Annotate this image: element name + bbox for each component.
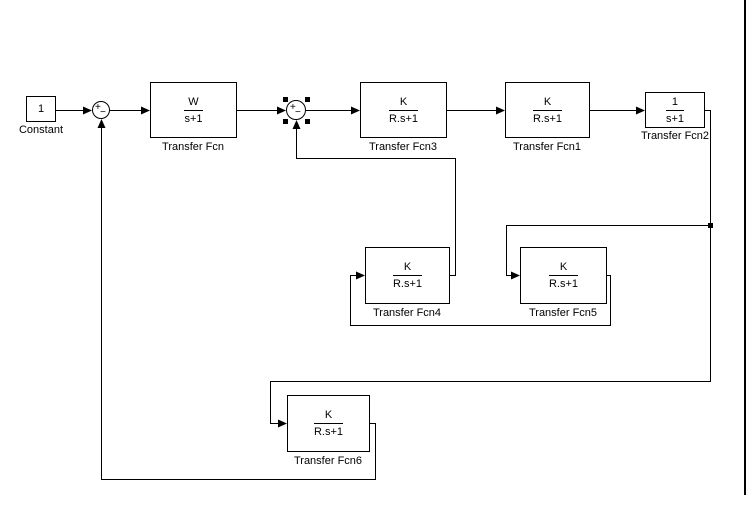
transfer-fcn6-label[interactable]: Transfer Fcn6 (293, 455, 363, 467)
numerator: K (392, 261, 423, 276)
selection-handle (283, 119, 288, 124)
denominator: R.s+1 (548, 278, 579, 290)
denominator: s+1 (184, 112, 203, 125)
wire-transfer-fcn5-to-transfer-fcn4[interactable] (350, 275, 611, 326)
selection-handle (305, 97, 310, 102)
constant-block[interactable]: 1 (26, 96, 56, 122)
denominator: R.s+1 (392, 278, 423, 290)
sum-junction-2[interactable]: + − (286, 100, 306, 120)
transfer-fcn3-block[interactable]: K R.s+1 (360, 82, 447, 138)
numerator: W (184, 96, 203, 111)
transfer-function-expression: K R.s+1 (388, 96, 419, 125)
plus-sign: + (95, 102, 101, 113)
arrowhead (292, 120, 301, 129)
minus-sign: − (295, 107, 301, 118)
constant-label[interactable]: Constant (18, 124, 64, 136)
arrowhead (278, 419, 287, 428)
transfer-function-expression: W s+1 (184, 96, 203, 125)
transfer-function-expression: K R.s+1 (313, 409, 344, 438)
transfer-fcn2-block[interactable]: 1 s+1 (645, 92, 705, 128)
numerator: K (388, 96, 419, 111)
denominator: R.s+1 (313, 426, 344, 438)
arrowhead (511, 271, 520, 280)
denominator: s+1 (665, 112, 685, 125)
plus-sign: + (290, 102, 296, 113)
transfer-fcn5-block[interactable]: K R.s+1 (520, 247, 607, 304)
arrowhead (277, 106, 286, 115)
numerator: K (532, 96, 563, 111)
arrowhead (496, 106, 505, 115)
numerator: K (548, 261, 579, 276)
branch-dot (708, 223, 713, 228)
wire-branch-to-transfer-fcn5[interactable] (506, 225, 711, 276)
numerator: K (313, 409, 344, 424)
transfer-fcn5-label[interactable]: Transfer Fcn5 (528, 307, 598, 319)
numerator: 1 (665, 96, 685, 111)
transfer-fcn3-label[interactable]: Transfer Fcn3 (368, 141, 438, 153)
transfer-fcn6-block[interactable]: K R.s+1 (287, 395, 370, 452)
wire-transfer-fcn6-to-sum1[interactable] (101, 128, 376, 480)
arrowhead (141, 106, 150, 115)
transfer-fcn2-label[interactable]: Transfer Fcn2 (640, 130, 710, 142)
arrowhead (351, 106, 360, 115)
transfer-fcn1-block[interactable]: K R.s+1 (505, 82, 590, 138)
transfer-function-expression: K R.s+1 (548, 261, 579, 290)
window-border-right (744, 0, 746, 495)
denominator: R.s+1 (388, 112, 419, 125)
wire-transfer-fcn2-to-transfer-fcn6[interactable] (270, 110, 711, 424)
transfer-fcn-label[interactable]: Transfer Fcn (162, 141, 224, 153)
arrowhead (636, 106, 645, 115)
transfer-function-expression: 1 s+1 (665, 96, 685, 125)
sum-junction-1[interactable]: + − (92, 101, 110, 119)
constant-value: 1 (37, 103, 45, 115)
minus-sign: − (100, 107, 106, 118)
arrowhead (97, 119, 106, 128)
selection-handle (283, 97, 288, 102)
wire-transfer-fcn4-to-sum2[interactable] (296, 129, 456, 276)
arrowhead (356, 271, 365, 280)
transfer-function-expression: K R.s+1 (392, 261, 423, 290)
transfer-fcn4-block[interactable]: K R.s+1 (365, 247, 450, 304)
transfer-fcn4-label[interactable]: Transfer Fcn4 (372, 307, 442, 319)
transfer-function-expression: K R.s+1 (532, 96, 563, 125)
transfer-fcn1-label[interactable]: Transfer Fcn1 (512, 141, 582, 153)
arrowhead (83, 106, 92, 115)
denominator: R.s+1 (532, 112, 563, 125)
selection-handle (305, 119, 310, 124)
transfer-fcn-block[interactable]: W s+1 (150, 82, 237, 138)
